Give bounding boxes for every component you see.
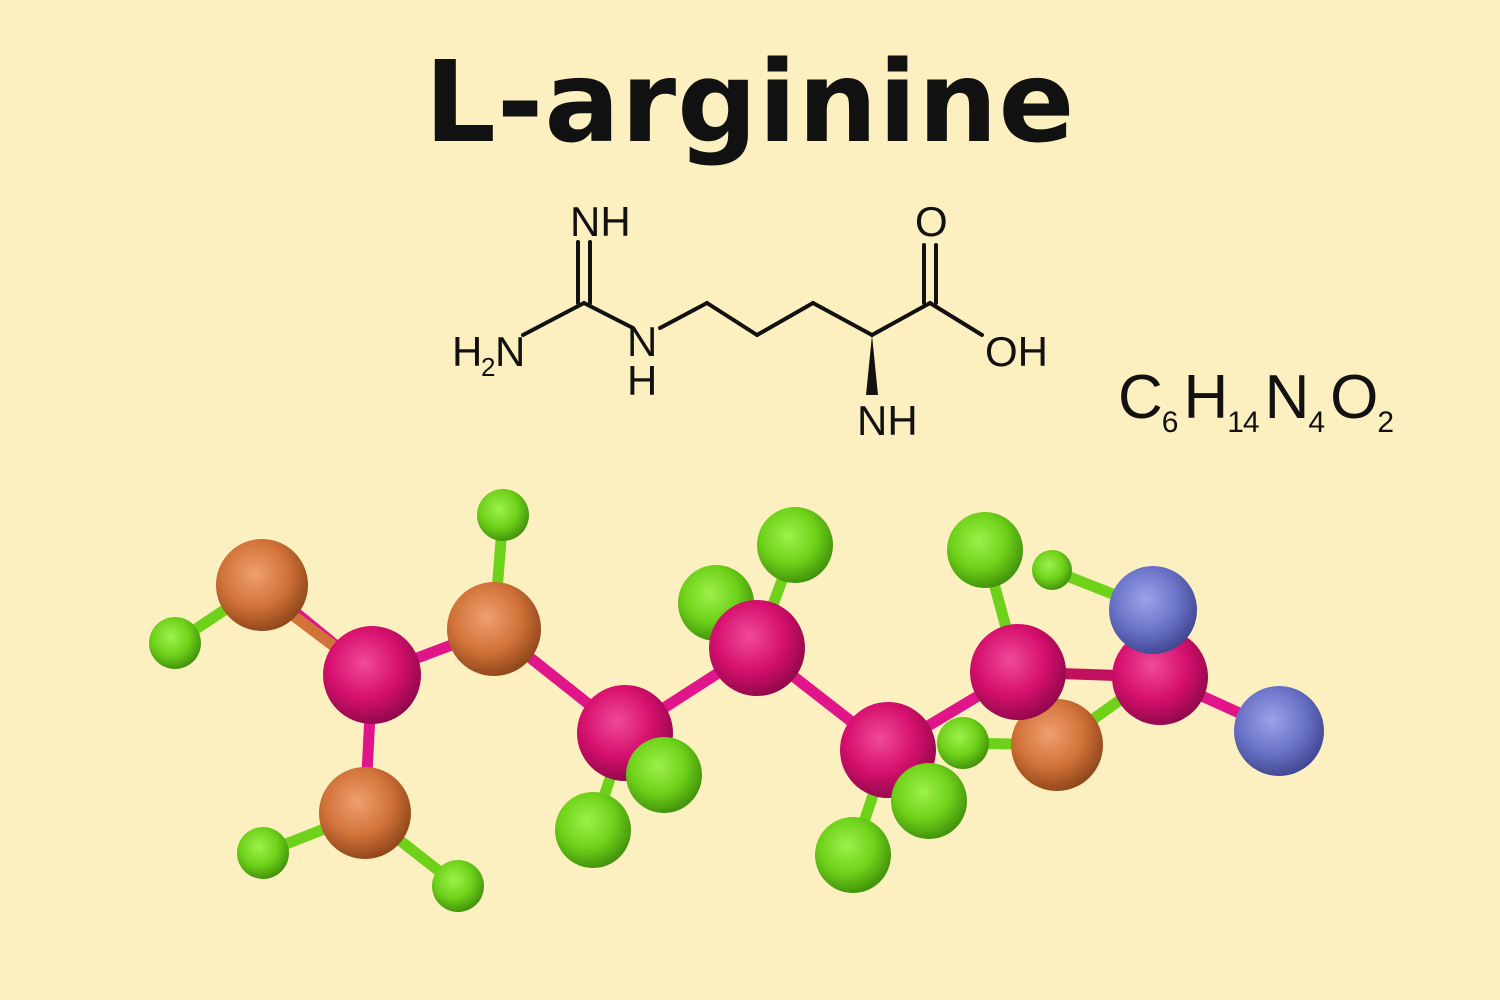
hydrogen-atom: [237, 827, 289, 879]
hydrogen-atom: [757, 507, 833, 583]
hydrogen-atom: [626, 737, 702, 813]
carbon-atom: [970, 624, 1066, 720]
carbon-atom: [323, 626, 421, 724]
hydrogen-atom: [477, 489, 529, 541]
label-secondary-n: N: [627, 318, 657, 365]
hydrogen-atom: [891, 763, 967, 839]
label-hydroxyl: OH: [985, 328, 1048, 375]
hydrogen-atom: [149, 617, 201, 669]
label-h: H: [452, 328, 482, 375]
molecular-formula: C6H14N4O2: [1118, 363, 1394, 439]
hydrogen-atom: [1032, 550, 1072, 590]
label-imine: NH: [570, 198, 631, 245]
label-h-sub: 2: [481, 352, 495, 382]
label-amine-n: N: [495, 328, 525, 375]
nitrogen-atom: [1011, 699, 1103, 791]
hydrogen-atom: [555, 792, 631, 868]
label-secondary-h: H: [627, 357, 657, 404]
label-alpha-amine: NH: [857, 397, 918, 444]
oxygen-atom: [1234, 686, 1324, 776]
hydrogen-atom: [815, 817, 891, 893]
oxygen-atom: [1109, 566, 1197, 654]
hydrogen-atom: [937, 717, 989, 769]
nitrogen-atom: [447, 582, 541, 676]
label-carbonyl-o: O: [915, 198, 948, 245]
carbon-atom: [1112, 629, 1208, 725]
nitrogen-atom: [319, 767, 411, 859]
wedge-bond: [866, 335, 878, 395]
carbon-atom: [709, 600, 805, 696]
hydrogen-atom: [432, 860, 484, 912]
nitrogen-atom: [216, 539, 308, 631]
hydrogen-atom: [947, 512, 1023, 588]
page-title: L-arginine: [424, 38, 1076, 168]
